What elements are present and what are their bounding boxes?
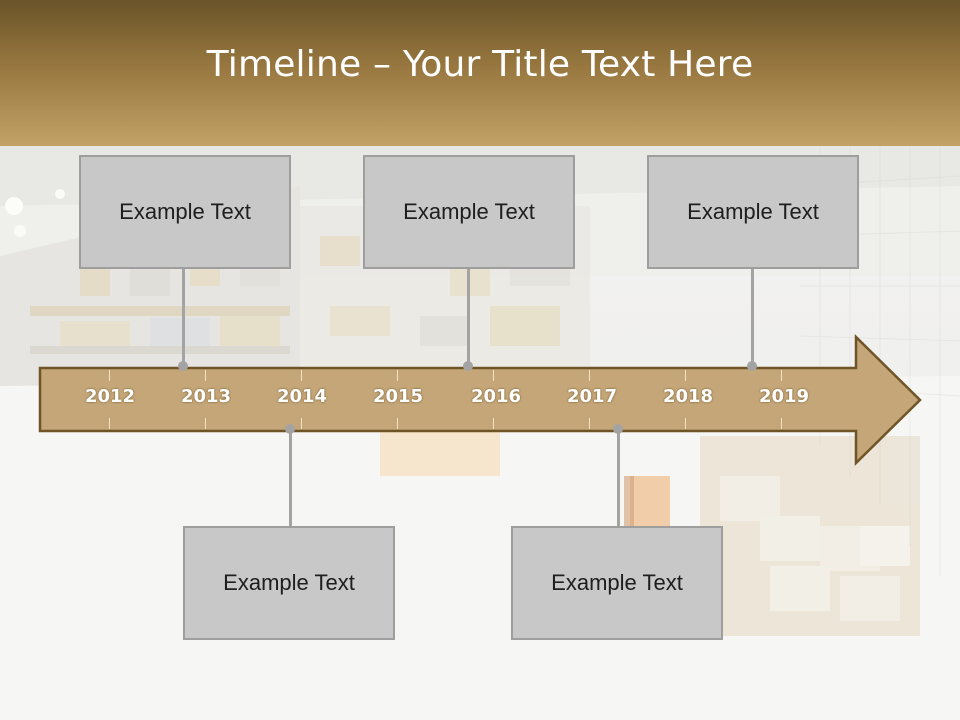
connector-line <box>751 268 754 366</box>
text-box-top-3[interactable]: Example Text <box>647 155 859 269</box>
connector-line <box>289 430 292 526</box>
tick-mark <box>589 418 590 429</box>
connector-dot <box>285 424 295 434</box>
tick-mark <box>685 418 686 429</box>
tick-mark <box>685 370 686 381</box>
year-label-2015: 2015 <box>372 386 424 407</box>
connector-dot <box>747 361 757 371</box>
tick-mark <box>109 370 110 381</box>
connector-dot <box>178 361 188 371</box>
text-box-top-1[interactable]: Example Text <box>79 155 291 269</box>
tick-mark <box>397 418 398 429</box>
year-label-2014: 2014 <box>276 386 328 407</box>
tick-mark <box>781 370 782 381</box>
connector-line <box>617 430 620 526</box>
title-banner <box>0 0 960 146</box>
connector-dot <box>613 424 623 434</box>
connector-line <box>182 268 185 366</box>
year-label-2019: 2019 <box>758 386 810 407</box>
connector-line <box>467 268 470 366</box>
tick-mark <box>301 418 302 429</box>
year-label-2016: 2016 <box>470 386 522 407</box>
year-label-2017: 2017 <box>566 386 618 407</box>
year-label-2013: 2013 <box>180 386 232 407</box>
tick-mark <box>205 370 206 381</box>
text-box-bottom-2[interactable]: Example Text <box>511 526 723 640</box>
tick-mark <box>589 370 590 381</box>
connector-dot <box>463 361 473 371</box>
text-box-top-2[interactable]: Example Text <box>363 155 575 269</box>
tick-mark <box>493 370 494 381</box>
tick-mark <box>109 418 110 429</box>
tick-mark <box>301 370 302 381</box>
tick-mark <box>205 418 206 429</box>
tick-mark <box>493 418 494 429</box>
tick-mark <box>397 370 398 381</box>
slide-title: Timeline – Your Title Text Here <box>206 44 754 85</box>
year-label-2018: 2018 <box>662 386 714 407</box>
text-box-bottom-1[interactable]: Example Text <box>183 526 395 640</box>
tick-mark <box>781 418 782 429</box>
year-label-2012: 2012 <box>84 386 136 407</box>
